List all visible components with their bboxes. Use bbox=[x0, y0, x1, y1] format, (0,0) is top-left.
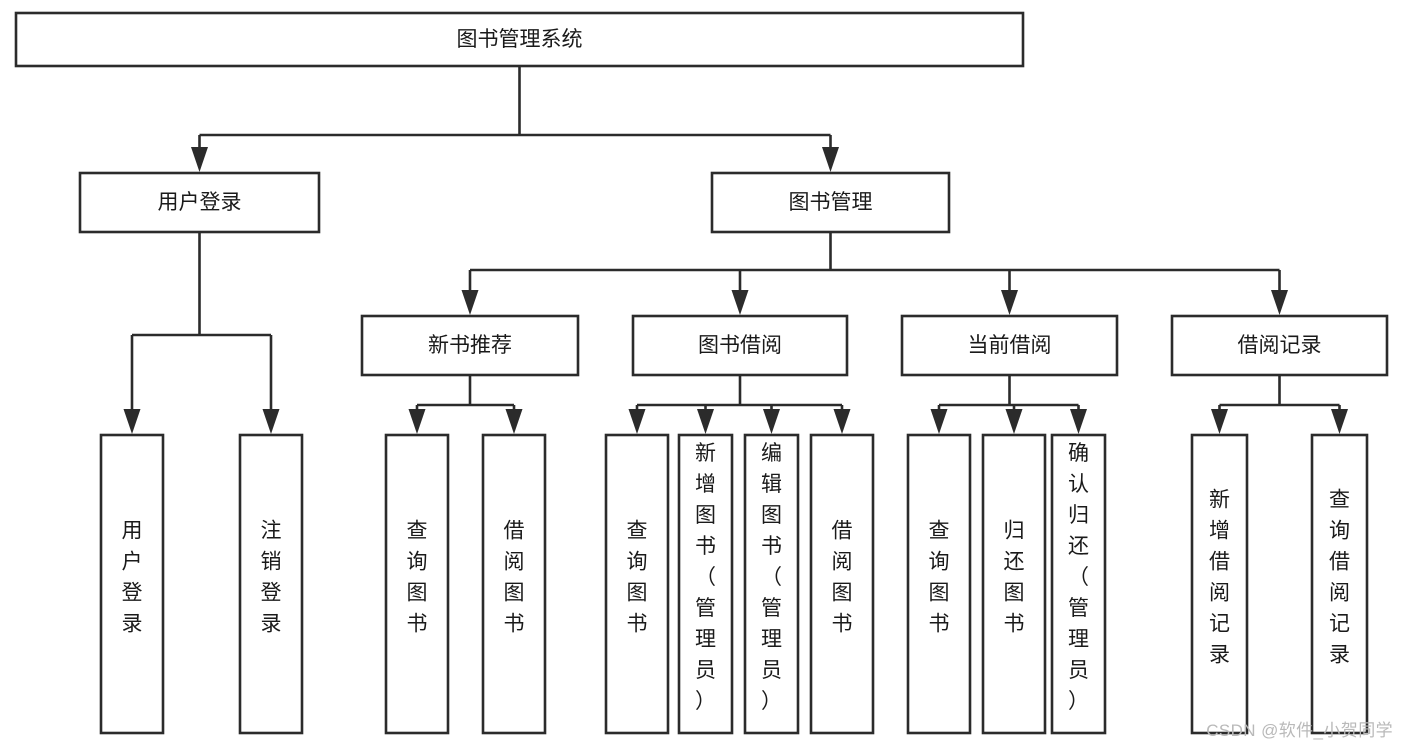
arrow-head-icon bbox=[628, 409, 646, 434]
node-label: 确认归还（管理员） bbox=[1068, 442, 1089, 713]
node-box bbox=[809, 433, 875, 735]
connector-layer bbox=[123, 66, 1348, 434]
csdn-watermark: CSDN @软件_小贺同学 bbox=[1206, 721, 1393, 740]
tree-node-borrow-record[interactable]: 借阅记录 bbox=[1170, 314, 1389, 377]
tree-node-leaf-query-record[interactable]: 查询借阅记录 bbox=[1310, 433, 1369, 735]
node-label: 查询图书 bbox=[407, 520, 428, 636]
node-label: 查询图书 bbox=[627, 520, 648, 636]
node-box bbox=[238, 433, 304, 735]
tree-node-leaf-query-book-2[interactable]: 查询图书 bbox=[604, 433, 670, 735]
arrow-head-icon bbox=[1005, 409, 1023, 434]
node-label: 查询图书 bbox=[929, 520, 950, 636]
arrow-head-icon bbox=[408, 409, 426, 434]
tree-node-leaf-confirm-return[interactable]: 确认归还（管理员） bbox=[1050, 433, 1107, 735]
node-label: 当前借阅 bbox=[968, 334, 1052, 357]
tree-node-leaf-query-book-1[interactable]: 查询图书 bbox=[384, 433, 450, 735]
node-label: 注销登录 bbox=[261, 520, 282, 636]
node-box bbox=[906, 433, 972, 735]
node-label: 图书借阅 bbox=[698, 334, 782, 357]
arrow-head-icon bbox=[697, 409, 714, 434]
arrow-head-icon bbox=[822, 147, 839, 172]
arrow-head-icon bbox=[833, 409, 851, 434]
node-box bbox=[677, 433, 734, 735]
tree-node-root[interactable]: 图书管理系统 bbox=[14, 11, 1025, 68]
node-box bbox=[631, 314, 849, 377]
node-box bbox=[384, 433, 450, 735]
arrow-head-icon bbox=[1070, 409, 1087, 434]
node-box bbox=[1050, 433, 1107, 735]
node-box bbox=[360, 314, 580, 377]
node-box bbox=[14, 11, 1025, 68]
tree-node-leaf-return-book[interactable]: 归还图书 bbox=[981, 433, 1047, 735]
arrow-head-icon bbox=[930, 409, 948, 434]
arrow-head-icon bbox=[1211, 409, 1228, 434]
arrow-head-icon bbox=[1331, 409, 1348, 434]
node-label: 查询借阅记录 bbox=[1329, 489, 1350, 667]
node-box bbox=[481, 433, 547, 735]
tree-node-new-book-recommend[interactable]: 新书推荐 bbox=[360, 314, 580, 377]
node-label: 新书推荐 bbox=[428, 334, 512, 357]
node-box bbox=[1170, 314, 1389, 377]
arrow-head-icon bbox=[731, 290, 749, 315]
tree-node-leaf-user-login[interactable]: 用户登录 bbox=[99, 433, 165, 735]
tree-node-leaf-edit-book[interactable]: 编辑图书（管理员） bbox=[743, 433, 800, 735]
node-box bbox=[78, 171, 321, 234]
node-label: 图书管理系统 bbox=[457, 28, 583, 51]
node-label: 编辑图书（管理员） bbox=[761, 442, 782, 713]
node-layer: 图书管理系统用户登录图书管理新书推荐图书借阅当前借阅借阅记录用户登录注销登录查询… bbox=[14, 11, 1389, 735]
node-box bbox=[604, 433, 670, 735]
arrow-head-icon bbox=[1271, 290, 1288, 315]
tree-node-leaf-user-logout[interactable]: 注销登录 bbox=[238, 433, 304, 735]
node-label: 借阅图书 bbox=[832, 520, 853, 636]
node-box bbox=[900, 314, 1119, 377]
arrow-head-icon bbox=[763, 409, 780, 434]
node-label: 新增图书（管理员） bbox=[695, 442, 716, 713]
node-label: 用户登录 bbox=[158, 191, 242, 214]
node-label: 借阅记录 bbox=[1238, 334, 1322, 357]
arrow-head-icon bbox=[123, 409, 141, 434]
node-box bbox=[1190, 433, 1249, 735]
node-box bbox=[981, 433, 1047, 735]
tree-node-leaf-borrow-book-2[interactable]: 借阅图书 bbox=[809, 433, 875, 735]
node-box bbox=[743, 433, 800, 735]
tree-node-leaf-query-book-3[interactable]: 查询图书 bbox=[906, 433, 972, 735]
arrow-head-icon bbox=[461, 290, 479, 315]
node-box bbox=[1310, 433, 1369, 735]
node-label: 新增借阅记录 bbox=[1209, 489, 1230, 667]
arrow-head-icon bbox=[1001, 290, 1018, 315]
tree-node-book-manage[interactable]: 图书管理 bbox=[710, 171, 951, 234]
arrow-head-icon bbox=[505, 409, 523, 434]
node-label: 归还图书 bbox=[1004, 520, 1025, 636]
node-box bbox=[99, 433, 165, 735]
arrow-head-icon bbox=[191, 147, 208, 172]
node-label: 借阅图书 bbox=[504, 520, 525, 636]
tree-node-leaf-borrow-book-1[interactable]: 借阅图书 bbox=[481, 433, 547, 735]
tree-node-current-borrow[interactable]: 当前借阅 bbox=[900, 314, 1119, 377]
tree-node-leaf-add-book[interactable]: 新增图书（管理员） bbox=[677, 433, 734, 735]
tree-node-user-login[interactable]: 用户登录 bbox=[78, 171, 321, 234]
node-label: 图书管理 bbox=[789, 191, 873, 214]
tree-node-leaf-add-record[interactable]: 新增借阅记录 bbox=[1190, 433, 1249, 735]
arrow-head-icon bbox=[262, 409, 280, 434]
tree-node-book-borrow[interactable]: 图书借阅 bbox=[631, 314, 849, 377]
node-box bbox=[710, 171, 951, 234]
node-label: 用户登录 bbox=[122, 520, 143, 636]
